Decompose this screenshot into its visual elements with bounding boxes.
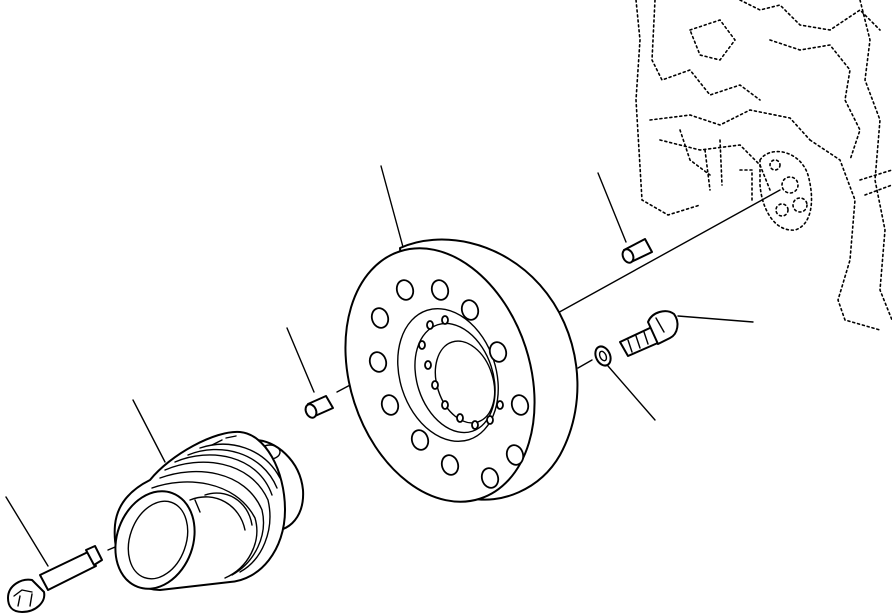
- inner-bolt-holes: [418, 315, 504, 430]
- washer: [594, 345, 612, 367]
- outer-bolt-holes: [368, 279, 530, 489]
- damper-bolt: [619, 310, 679, 357]
- crank-pulley: [113, 430, 305, 591]
- engine-block: [635, 0, 892, 331]
- vibration-damper: [344, 238, 579, 503]
- pulley-bolt: [7, 545, 103, 613]
- dowel-pin-front: [304, 395, 334, 419]
- leader-lines: [5, 165, 754, 567]
- dowel-pin-rear: [621, 238, 653, 264]
